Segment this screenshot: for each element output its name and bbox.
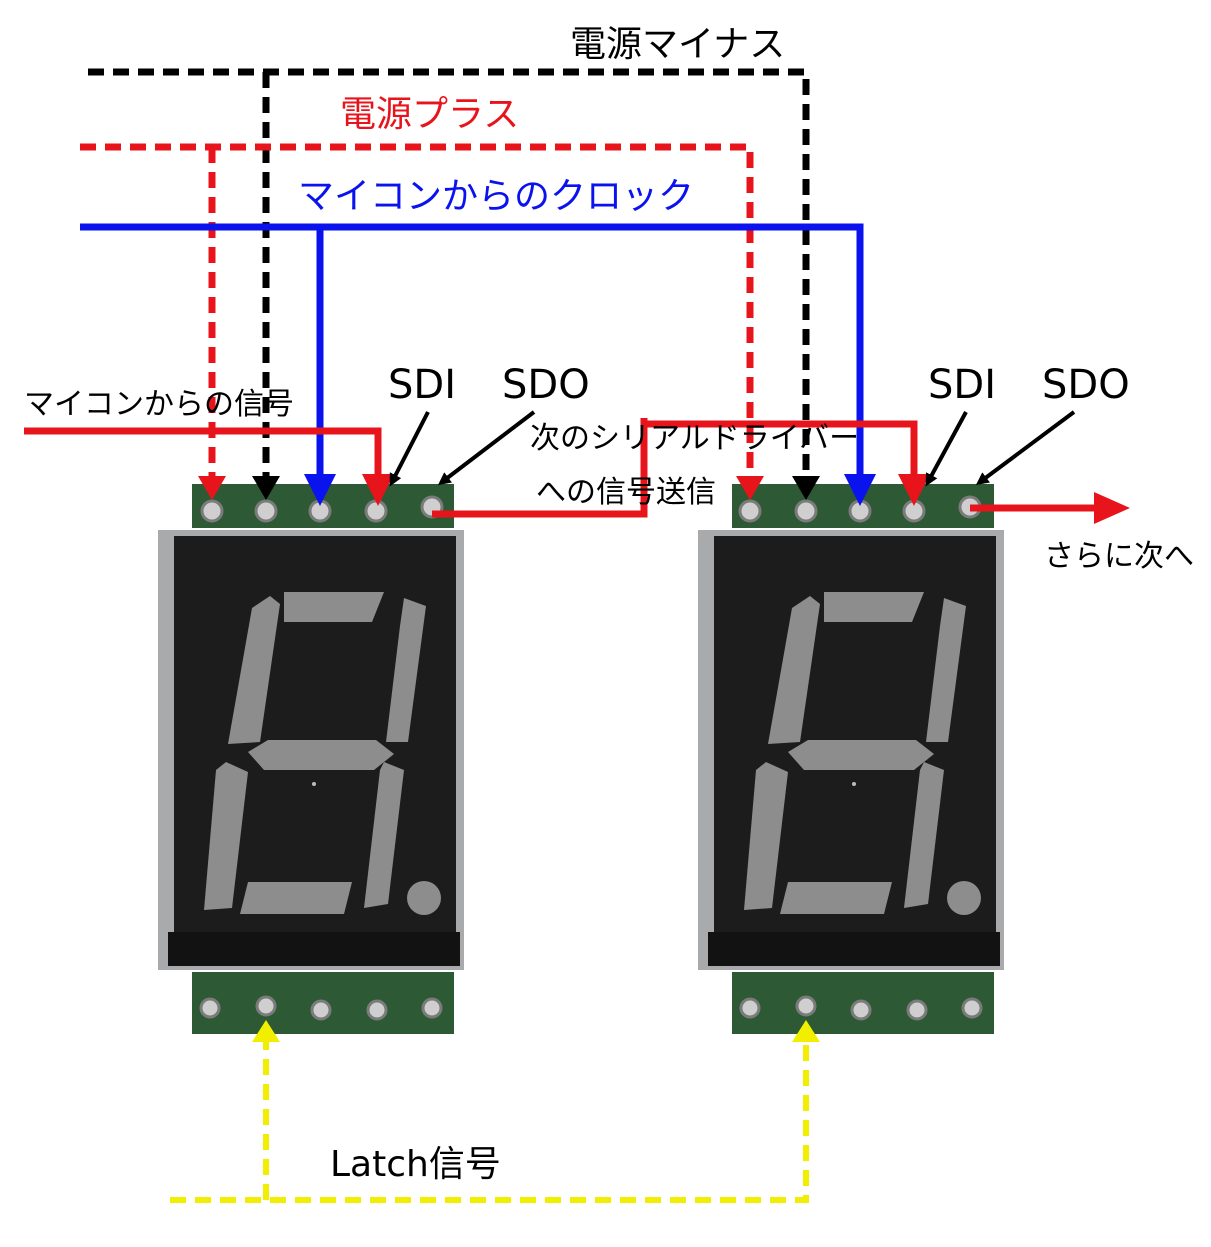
pin: [200, 499, 224, 523]
decimal-point: [407, 881, 441, 915]
segment-d: [240, 882, 352, 914]
power-plus-arrowheads: [198, 476, 764, 500]
further-next-label: さらに次へ: [1044, 539, 1194, 574]
display-bottom-lip: [168, 932, 460, 966]
seven-segment-digit: [744, 592, 981, 915]
sdo-left-label: SDO: [502, 362, 590, 408]
next-driver-label-line2: への信号送信: [536, 475, 716, 510]
decimal-point: [947, 881, 981, 915]
seven-segment-digit: [204, 592, 441, 915]
segment-g: [248, 740, 394, 770]
pin: [366, 999, 388, 1021]
pin: [739, 997, 761, 1019]
right-module: [698, 484, 1004, 1034]
clock-arrowheads: [304, 474, 876, 506]
center-dot: [312, 782, 316, 786]
display-bottom-lip: [708, 932, 1000, 966]
pin: [738, 499, 762, 523]
segment-b: [926, 598, 966, 742]
clock-label: マイコンからのクロック: [298, 176, 694, 217]
pin: [794, 499, 818, 523]
segment-a: [284, 592, 384, 622]
pin: [364, 499, 388, 523]
power-minus-arrowheads: [252, 476, 820, 500]
clock-wire: [80, 223, 864, 478]
power-plus-label: 電源プラス: [340, 94, 519, 135]
power-minus-label: 電源マイナス: [570, 24, 785, 65]
latch-wire: [170, 1034, 809, 1203]
pin: [850, 999, 872, 1021]
segment-f: [228, 596, 280, 744]
pin: [255, 995, 277, 1017]
power-minus-wire: [88, 68, 810, 482]
left-module: [158, 484, 464, 1034]
pin: [254, 499, 278, 523]
sdi-right-pointer: [925, 411, 968, 487]
pin: [795, 995, 817, 1017]
pin-pointer-lines: [389, 410, 1076, 487]
bottom-pins: [199, 995, 443, 1021]
segment-d: [780, 882, 892, 914]
power-plus-wire: [80, 143, 754, 482]
segment-f: [768, 596, 820, 744]
pin: [199, 997, 221, 1019]
pin: [906, 999, 928, 1021]
pin: [421, 997, 443, 1019]
sdi-left-label: SDI: [388, 362, 456, 408]
segment-e: [204, 762, 248, 910]
next-driver-label-line1: 次のシリアルドライバー: [530, 421, 859, 456]
sdi-right-label: SDI: [928, 362, 996, 408]
segment-a: [824, 592, 924, 622]
sdo-right-label: SDO: [1042, 362, 1130, 408]
bottom-pins: [739, 995, 983, 1021]
top-pins: [738, 495, 982, 523]
pin: [310, 999, 332, 1021]
segment-b: [386, 598, 426, 742]
pin: [961, 997, 983, 1019]
sdi-left-pointer: [389, 411, 430, 487]
signal-wire: [24, 418, 1098, 518]
center-dot: [852, 782, 856, 786]
latch-label: Latch信号: [330, 1144, 501, 1185]
mcu-signal-label: マイコンからの信号: [24, 387, 294, 422]
sdo-right-pointer: [975, 410, 1076, 486]
signal-arrowheads: [362, 474, 1130, 524]
segment-g: [788, 740, 934, 770]
segment-e: [744, 762, 788, 910]
segment-c: [904, 762, 944, 908]
sdo-left-pointer: [437, 410, 536, 486]
latch-arrowheads: [252, 1020, 820, 1042]
segment-c: [364, 762, 404, 908]
